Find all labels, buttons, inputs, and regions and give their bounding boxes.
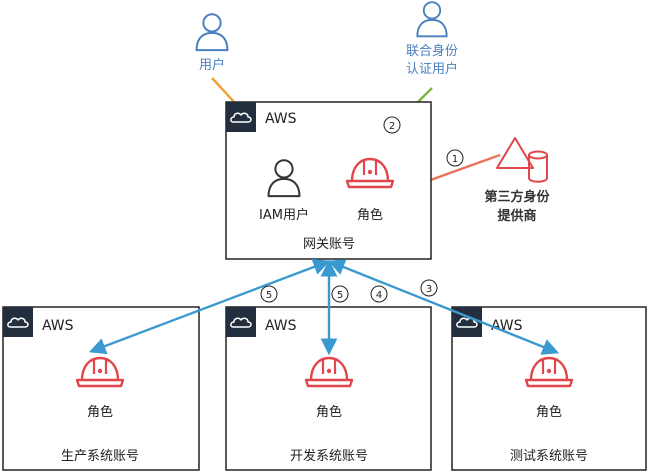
production-account-label: 生产系统账号	[61, 449, 139, 464]
svg-text:5: 5	[337, 290, 343, 301]
federated-user-icon	[416, 1, 448, 38]
production-role-label: 角色	[87, 404, 113, 420]
step-marker-to-production: 5	[260, 285, 278, 303]
svg-text:5: 5	[266, 290, 272, 301]
test-account-box: AWS 角色 测试系统账号	[451, 306, 647, 471]
step-marker-to-development: 5	[331, 285, 349, 303]
gateway-account-label: 网关账号	[303, 237, 355, 252]
aws-cloud-icon	[226, 307, 256, 337]
production-aws-label: AWS	[42, 318, 74, 334]
step-marker-to-development-b: 4	[370, 285, 388, 303]
third-party-idp: 第三方身份 提供商	[484, 137, 550, 224]
federated-user-label-2: 认证用户	[406, 61, 458, 77]
iam-user-label: IAM用户	[259, 207, 309, 223]
arrow-to-test	[327, 259, 560, 355]
arrow-to-production	[88, 258, 331, 355]
aws-cloud-icon	[226, 102, 256, 132]
svg-text:2: 2	[389, 121, 395, 132]
development-role-label: 角色	[316, 404, 342, 420]
gateway-aws-label: AWS	[265, 111, 297, 127]
federated-user-actor: 联合身份 认证用户	[406, 1, 458, 77]
idp-label-1: 第三方身份	[484, 189, 550, 205]
step-marker-to-test: 3	[420, 279, 438, 297]
svg-text:1: 1	[452, 154, 458, 165]
user-icon	[195, 13, 229, 52]
aws-cloud-icon	[3, 307, 33, 337]
step-marker-federated-to-role: 2	[383, 116, 401, 134]
identity-provider-icon	[496, 137, 548, 183]
test-role-label: 角色	[536, 404, 562, 420]
development-account-label: 开发系统账号	[290, 448, 368, 464]
svg-text:3: 3	[426, 284, 432, 295]
gateway-role-label: 角色	[357, 207, 383, 223]
user-actor: 用户	[195, 13, 229, 73]
federated-user-label-1: 联合身份	[406, 43, 458, 59]
idp-to-role-line	[424, 153, 501, 184]
development-aws-label: AWS	[265, 318, 297, 334]
test-account-label: 测试系统账号	[510, 449, 588, 464]
step-marker-idp-to-role: 1	[446, 149, 464, 167]
idp-label-2: 提供商	[497, 208, 536, 224]
svg-text:4: 4	[376, 290, 382, 301]
user-label: 用户	[199, 57, 225, 73]
production-account-box: AWS 角色 生产系统账号	[2, 306, 200, 471]
